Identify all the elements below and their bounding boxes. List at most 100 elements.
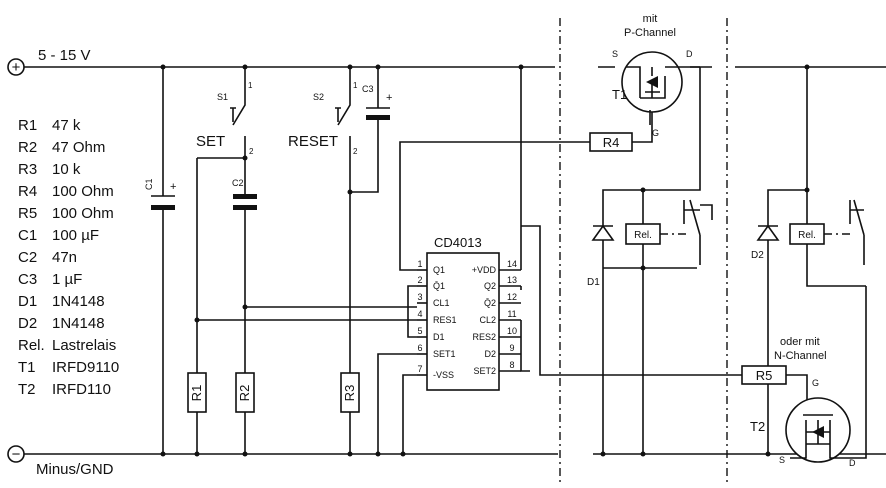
ic-pin-number: 11 [507, 309, 516, 319]
part-ref: R2 [18, 139, 37, 156]
supply-voltage-label: 5 - 15 V [38, 47, 91, 64]
ic-body [426, 252, 500, 391]
part-ref: D1 [18, 293, 37, 310]
ic-pin-label: RES2 [472, 332, 496, 342]
ic-pin-label: Q̄2 [484, 298, 496, 308]
part-value: 47 Ohm [52, 139, 105, 156]
parts-list-item: R2 47 Ohm [18, 139, 105, 156]
part-ref: C1 [18, 227, 37, 244]
part-value: 1 µF [52, 271, 82, 288]
parts-list-item: C1 100 µF [18, 227, 99, 244]
ic-pin-label: Q̄1 [433, 281, 445, 291]
c3-plus-mark: + [386, 92, 392, 104]
resistor-r3: R3 [340, 372, 360, 413]
part-ref: R4 [18, 183, 37, 200]
diode-d2: D2 [751, 67, 808, 454]
resistor-r2: R2 [235, 372, 255, 413]
s2-pin1: 1 [353, 81, 358, 90]
parts-list-item: D1 1N4148 [18, 293, 105, 310]
wire-unused-inputs [520, 286, 530, 372]
parts-list-item: T2 IRFD110 [18, 381, 111, 398]
resistor-r1: R1 [187, 372, 207, 413]
plus-terminal: + [7, 58, 25, 76]
ic-pin-number: 7 [417, 364, 422, 374]
part-value: IRFD110 [52, 381, 111, 398]
n-channel-title-2: N-Channel [774, 350, 827, 362]
wire-qbar-d [407, 285, 417, 338]
resistor-r4: R4 [589, 132, 633, 152]
ic-pin-number: 2 [417, 275, 422, 285]
parts-list-item: C2 47n [18, 249, 77, 266]
part-ref: T2 [18, 381, 36, 398]
ic-name: CD4013 [434, 235, 482, 250]
minus-terminal-symbol: − [12, 446, 21, 463]
ic-pin-label: RES1 [433, 315, 457, 325]
rel1-label: Rel. [634, 230, 652, 241]
wire-q1-to-r5 [521, 225, 742, 376]
switch-s1: S1 1 2 SET [196, 67, 254, 158]
part-value: 100 µF [52, 227, 99, 244]
parts-list-item: R1 47 k [18, 117, 81, 134]
t1-label: T1 [612, 87, 627, 102]
ic-pin-number: 14 [507, 259, 517, 269]
transistor-t1: S D G T1 [612, 49, 700, 138]
part-value: 100 Ohm [52, 205, 114, 222]
r2-label: R2 [237, 385, 252, 402]
ic-pin-number: 3 [417, 292, 422, 302]
parts-list-item: R4 100 Ohm [18, 183, 114, 200]
part-ref: D2 [18, 315, 37, 332]
part-ref: R1 [18, 117, 37, 134]
ic-left-pins: 1 Q1 2 Q̄1 3 CL1 4 RES1 5 D1 6 SET1 7 -V… [417, 259, 457, 380]
s1-pin1: 1 [248, 81, 253, 90]
r4-label: R4 [603, 135, 620, 150]
ground-label: Minus/GND [36, 461, 114, 478]
ic-pin-number: 5 [417, 326, 422, 336]
parts-list-item: T1 IRFD9110 [18, 359, 119, 376]
ic-pin-number: 13 [507, 275, 517, 285]
p-channel-title-2: P-Channel [624, 27, 676, 39]
c2-label: C2 [232, 178, 244, 188]
diode-d1: D1 [587, 224, 697, 454]
plus-terminal-symbol: + [12, 59, 21, 76]
c3-label: C3 [362, 84, 374, 94]
wire-vss [402, 374, 417, 454]
part-ref: R5 [18, 205, 37, 222]
capacitor-c3: C3 + [350, 67, 392, 193]
relay-rel1: Rel. [625, 190, 713, 268]
ic-pin-number: 12 [507, 292, 517, 302]
part-value: 1N4148 [52, 315, 105, 332]
ic-pin-label: D2 [484, 349, 496, 359]
ic-pin-number: 8 [509, 360, 514, 370]
ic-pin-label: CL2 [479, 315, 496, 325]
parts-list-item: D2 1N4148 [18, 315, 105, 332]
ic-pin-label: CL1 [433, 298, 450, 308]
ic-pin-label: Q2 [484, 281, 496, 291]
set-button-label: SET [196, 133, 225, 150]
n-channel-title-1: oder mit [780, 336, 820, 348]
ic-cd4013: CD4013 1 Q1 2 Q̄1 3 CL1 4 RES1 5 D1 6 SE… [417, 235, 521, 391]
ic-pin-label: SET2 [473, 366, 496, 376]
ic-pin-number: 6 [417, 343, 422, 353]
capacitor-c1: C1 + [144, 67, 176, 454]
parts-list-item: R5 100 Ohm [18, 205, 114, 222]
switch-s2: S2 1 2 RESET [288, 67, 358, 158]
t2-label: T2 [750, 419, 765, 434]
r1-label: R1 [189, 385, 204, 402]
ic-pin-label: D1 [433, 332, 445, 342]
t1-source-label: S [612, 49, 618, 59]
parts-list-item: Rel. Lastrelais [18, 337, 116, 354]
s1-pin2: 2 [249, 147, 254, 156]
ic-pin-label: SET1 [433, 349, 456, 359]
ic-pin-number: 10 [507, 326, 517, 336]
part-ref: C2 [18, 249, 37, 266]
t1-drain-label: D [686, 49, 693, 59]
part-value: 1N4148 [52, 293, 105, 310]
parts-list-item: C3 1 µF [18, 271, 82, 288]
ic-pin-label: -VSS [433, 370, 454, 380]
part-value: IRFD9110 [52, 359, 119, 376]
reset-button-label: RESET [288, 133, 338, 150]
s1-label: S1 [217, 92, 228, 102]
capacitor-c2: C2 [232, 178, 257, 454]
transistor-t2: G S D T2 [750, 286, 867, 468]
ic-pin-label: +VDD [472, 265, 497, 275]
